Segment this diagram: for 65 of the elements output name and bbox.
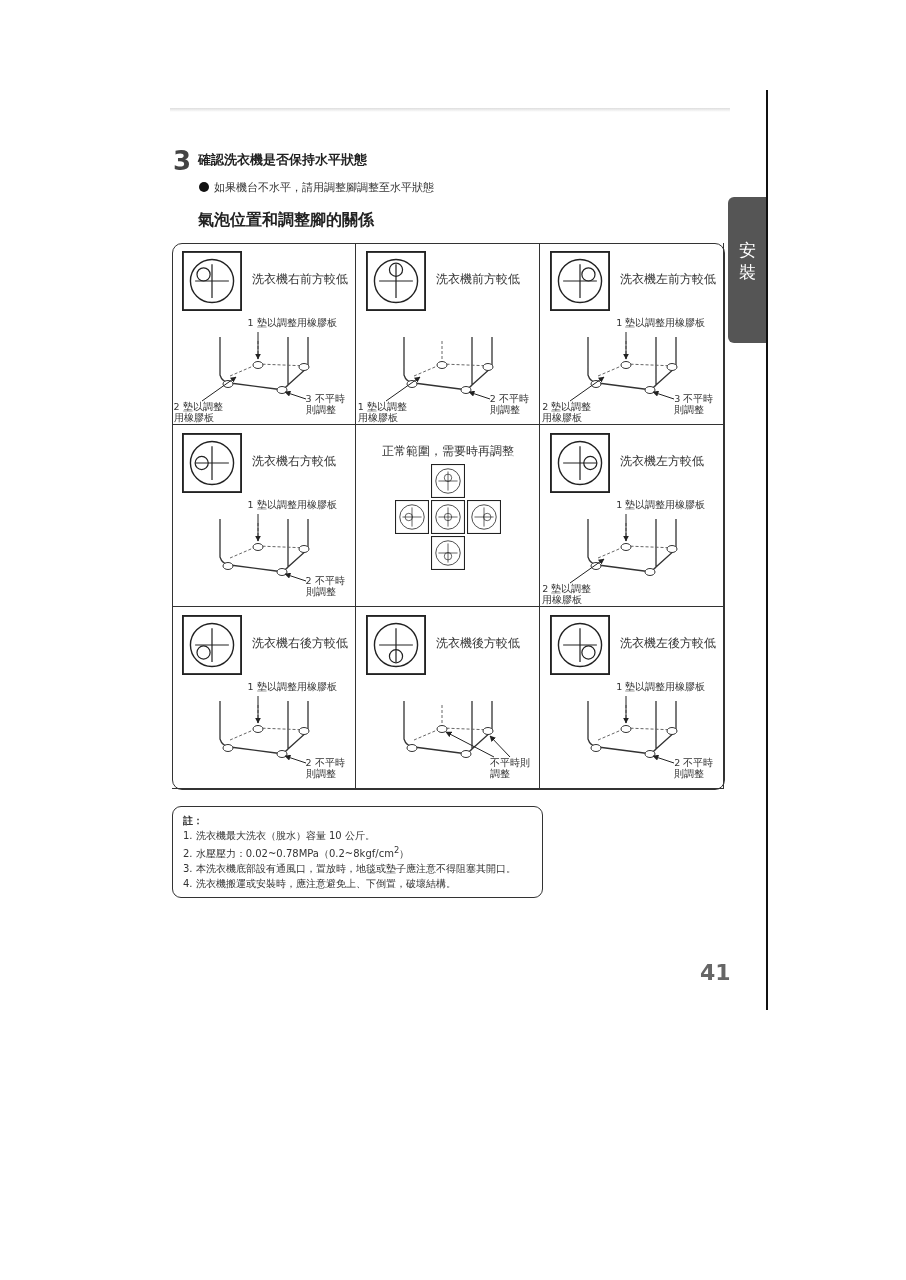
panel	[171, 424, 356, 608]
callout-label: 1 墊以調整用橡膠板	[247, 498, 354, 510]
leader-arrow	[254, 331, 261, 360]
callout-label: 2 不平時則調整	[305, 757, 350, 780]
leader-arrow	[569, 558, 605, 584]
side-tab: 安裝	[728, 197, 766, 343]
panel	[355, 607, 541, 790]
leader-arrow	[623, 513, 630, 542]
note-line: 4. 洗衣機搬運或安裝時，應注意避免上、下倒置，破壞結構。	[183, 877, 457, 892]
leader-arrow	[468, 390, 491, 399]
callout-label: 2 墊以調整用橡膠板	[542, 400, 595, 423]
leader-arrow	[445, 731, 495, 758]
callout-label: 1 墊以調整用橡膠板	[616, 498, 723, 510]
leader-arrow	[623, 695, 630, 724]
page-number: 41	[700, 960, 731, 985]
panel	[171, 607, 356, 790]
panel-title: 洗衣機左方較低	[620, 452, 705, 470]
callout-label: 2 墊以調整用橡膠板	[173, 400, 226, 423]
callout-label: 1 墊以調整用橡膠板	[616, 681, 723, 693]
step-number: 3	[173, 146, 192, 176]
leader-arrow	[489, 735, 511, 758]
panel-title: 洗衣機右前方較低	[251, 270, 348, 288]
panel-title: 洗衣機前方較低	[435, 270, 520, 288]
panel-title: 洗衣機右後方較低	[251, 635, 348, 653]
panel-title: 正常範圍，需要時再調整	[381, 442, 515, 460]
callout-label: 1 墊以調整用橡膠板	[357, 400, 410, 423]
leader-arrow	[623, 331, 630, 360]
panel	[355, 424, 541, 608]
note-line: 1. 洗衣機最大洗衣（脫水）容量 10 公斤。	[183, 829, 376, 843]
leader-arrow	[283, 390, 306, 399]
notes-box	[172, 806, 543, 899]
leader-arrow	[652, 755, 675, 764]
callout-label: 2 不平時則調整	[305, 574, 350, 597]
leader-arrow	[283, 572, 306, 582]
callout-label: 3 不平時則調整	[305, 392, 350, 415]
step-title: 確認洗衣機是否保持水平狀態	[198, 152, 367, 169]
panel-title: 洗衣機左後方較低	[620, 635, 717, 653]
leader-arrow	[254, 695, 261, 724]
panel	[540, 424, 725, 608]
panel-title: 洗衣機右方較低	[251, 452, 336, 470]
callout-label: 2 墊以調整用橡膠板	[542, 582, 595, 605]
leader-arrow	[385, 376, 421, 401]
note-line: 2. 水壓壓力：0.02~0.78MPa（0.2~8kgf/cm$^{2}$）	[183, 844, 411, 862]
callout-label: 1 墊以調整用橡膠板	[247, 681, 354, 693]
panel	[540, 607, 725, 790]
callout-label: 3 不平時則調整	[674, 392, 719, 415]
callout-label: 2 不平時則調整	[674, 757, 719, 780]
leader-arrow	[283, 755, 306, 764]
section-heading: 氣泡位置和調整腳的關係	[198, 210, 374, 231]
callout-label: 1 墊以調整用橡膠板	[616, 316, 723, 328]
note-line: 3. 本洗衣機底部設有通風口，置放時，地毯或墊子應注意不得阻塞其開口。	[183, 862, 517, 877]
leader-arrow	[254, 513, 261, 542]
callout-label: 不平時則調整	[489, 757, 534, 780]
panel-title: 洗衣機左前方較低	[620, 270, 717, 288]
leader-arrow	[652, 390, 675, 399]
panel	[355, 242, 541, 425]
panel	[540, 242, 725, 425]
callout-label: 1 墊以調整用橡膠板	[247, 316, 354, 328]
bullet-text: 如果機台不水平，請用調整腳調整至水平狀態	[214, 180, 434, 195]
leader-arrow	[201, 376, 236, 401]
panel	[171, 242, 356, 425]
notes-heading: 註：	[183, 814, 204, 828]
leader-arrow	[569, 376, 605, 401]
callout-label: 2 不平時則調整	[489, 392, 534, 415]
panel-title: 洗衣機後方較低	[435, 635, 520, 653]
